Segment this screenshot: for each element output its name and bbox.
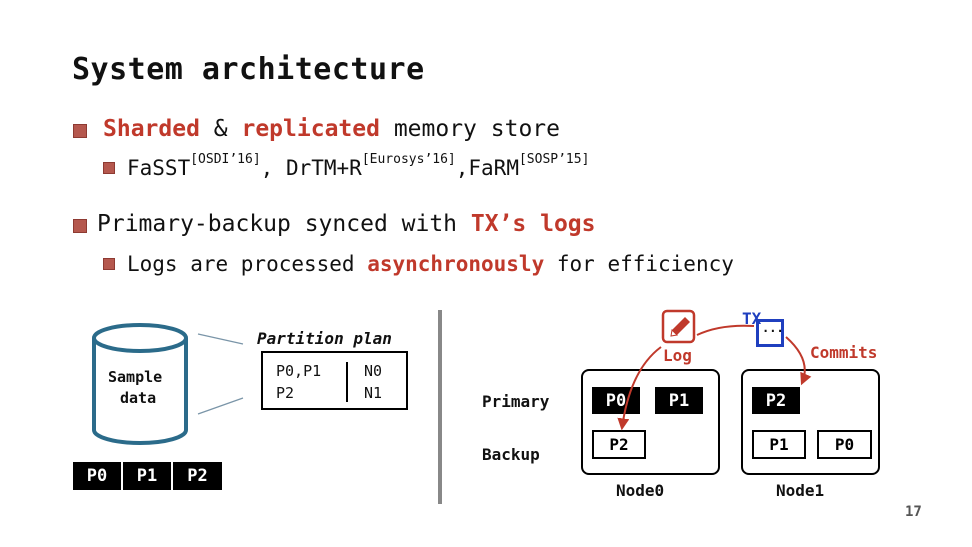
node0-label: Node0 — [616, 481, 665, 500]
sub-bullet-marker — [103, 162, 115, 174]
arrows-overlay — [617, 324, 812, 431]
plan-row-node: N0 — [364, 362, 383, 380]
node0-backup-p2: P2 — [592, 430, 646, 459]
primary-backup-text: Primary-backup synced with — [97, 211, 471, 237]
efficiency-text: for efficiency — [544, 252, 734, 276]
node1-primary-p2: P2 — [752, 387, 800, 414]
sharded-text: Sharded — [103, 116, 200, 142]
primary-row-label: Primary — [482, 392, 550, 411]
partition-divider — [171, 462, 173, 490]
replicated-text: replicated — [241, 116, 380, 142]
node1-backup-p1: P1 — [752, 430, 806, 459]
fasst-text: FaSST — [127, 156, 191, 180]
partition-plan-table — [261, 351, 408, 410]
tx-logs-text: TX’s logs — [470, 211, 596, 237]
sub-bullet-systems: FaSST[OSDI’16], DrTM+R[Eurosys’16],FaRM[… — [127, 152, 589, 180]
database-cylinder-icon — [92, 323, 244, 445]
section-divider — [438, 310, 442, 504]
sub-bullet-marker — [103, 258, 115, 270]
tx-label: TX — [742, 309, 762, 328]
farm-citation: [SOSP’15] — [518, 152, 590, 167]
logs-processed-text: Logs are processed — [127, 252, 368, 276]
page-number: 17 — [905, 504, 922, 520]
bullet-sharded-replicated: Sharded & replicated memory store — [103, 116, 560, 142]
log-label: Log — [663, 346, 692, 365]
drtm-text: , DrTM+R — [260, 156, 362, 180]
db-label-sample: Sample — [108, 368, 163, 386]
plan-row-node: N1 — [364, 384, 383, 402]
node1-backup-p0: P0 — [817, 430, 872, 459]
tx-dots: ... — [762, 321, 784, 335]
pencil-log-icon — [661, 309, 696, 344]
farm-text: ,FaRM — [455, 156, 519, 180]
drtm-citation: [Eurosys’16] — [361, 152, 456, 167]
partition-p2: P2 — [173, 462, 222, 490]
plan-row-parts: P2 — [276, 384, 295, 402]
bullet-marker — [73, 124, 87, 138]
node0-primary-p0: P0 — [592, 387, 640, 414]
bullet-marker — [73, 219, 87, 233]
plan-column-divider — [346, 362, 348, 402]
slide-title: System architecture — [72, 52, 425, 87]
node0-primary-p1: P1 — [655, 387, 703, 414]
bullet-primary-backup: Primary-backup synced with TX’s logs — [97, 211, 596, 237]
node1-box — [741, 369, 880, 475]
backup-row-label: Backup — [482, 445, 540, 464]
sub-bullet-async: Logs are processed asynchronously for ef… — [127, 252, 734, 276]
amp-text: & — [199, 116, 242, 142]
asynchronously-text: asynchronously — [367, 252, 545, 276]
partition-p0: P0 — [73, 462, 121, 490]
node0-box — [581, 369, 720, 475]
commits-label: Commits — [810, 343, 878, 362]
partition-divider — [121, 462, 123, 490]
partition-p1: P1 — [123, 462, 171, 490]
memory-store-text: memory store — [379, 116, 560, 142]
node1-label: Node1 — [776, 481, 825, 500]
tx-box-icon — [756, 319, 784, 347]
plan-row-parts: P0,P1 — [276, 362, 322, 380]
db-label-data: data — [120, 389, 157, 407]
partition-plan-title: Partition plan — [257, 329, 392, 348]
fasst-citation: [OSDI’16] — [190, 152, 261, 167]
